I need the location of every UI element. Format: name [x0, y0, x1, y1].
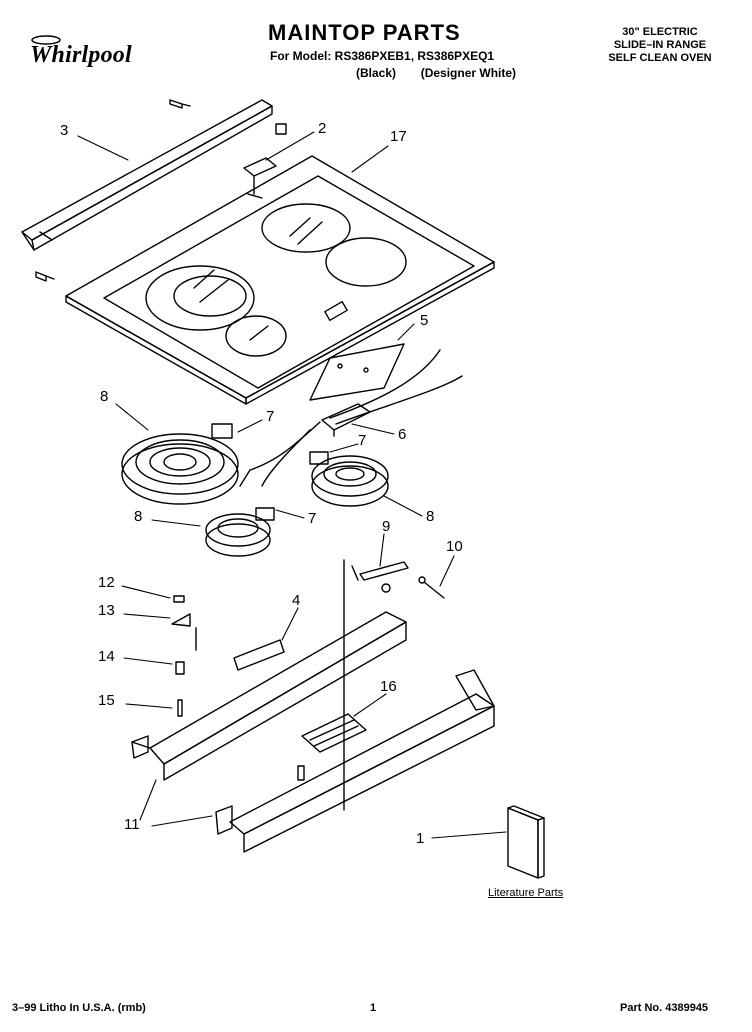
literature-parts-label: Literature Parts [488, 887, 564, 899]
callout-12: 12 [98, 574, 115, 591]
variant-line: (Black) (Designer White) [356, 66, 516, 80]
part-8-large-element [121, 433, 239, 505]
callout-4: 4 [292, 592, 301, 609]
part-2-clip [243, 123, 287, 199]
callout-10: 10 [446, 538, 463, 555]
callout-6: 6 [398, 426, 407, 443]
part-7-terminal-a [211, 423, 233, 439]
leader-lines [77, 131, 507, 839]
callout-5: 5 [420, 312, 429, 329]
part-3-rear-trim [21, 99, 273, 251]
part-11-lower-box [215, 669, 495, 853]
upper-box [131, 611, 407, 781]
variant-white: (Designer White) [420, 66, 517, 80]
screw-left [35, 271, 55, 282]
callout-1: 1 [416, 830, 425, 847]
callout-14: 14 [98, 648, 115, 665]
wire-harness [239, 349, 463, 487]
range-line-3: SELF CLEAN OVEN [608, 52, 712, 64]
callout-17: 17 [390, 128, 407, 145]
part-12-clip [173, 595, 185, 603]
range-line-1: 30" ELECTRIC [622, 26, 698, 38]
part-7-terminal-b [309, 451, 329, 465]
callout-8-small: 8 [134, 508, 143, 525]
callout-11: 11 [124, 816, 140, 833]
part-13-bracket [171, 613, 191, 627]
page-title: MAINTOP PARTS [268, 20, 461, 45]
callout-9: 9 [382, 518, 391, 535]
part-17-glass-cooktop [65, 155, 495, 405]
callout-8-right: 8 [426, 508, 435, 525]
part-8-small-element [205, 513, 271, 557]
part-7-terminal-c [255, 507, 275, 521]
part-16-grill [301, 713, 367, 753]
footer-litho: 3–99 Litho In U.S.A. (rmb) [12, 1002, 146, 1014]
callout-8-large: 8 [100, 388, 109, 405]
part-4-bracket [233, 639, 285, 671]
callout-16: 16 [380, 678, 397, 695]
footer-page-number: 1 [370, 1002, 377, 1014]
callout-7-c: 7 [308, 510, 317, 527]
screw-top [169, 99, 191, 109]
part-5-bracket [309, 343, 405, 401]
callout-7-a: 7 [266, 408, 275, 425]
part-10-sensor [418, 576, 445, 599]
part-8-right-element [311, 455, 389, 507]
part-9-bracket [351, 561, 409, 581]
callout-2: 2 [318, 120, 327, 137]
part-15-screw [177, 699, 183, 717]
screw-lower [297, 765, 305, 781]
range-description: 30" ELECTRIC SLIDE–IN RANGE SELF CLEAN O… [600, 26, 720, 65]
screw-mid [381, 583, 391, 593]
part-6-switch [321, 403, 371, 437]
callout-3: 3 [60, 122, 69, 139]
variant-black: (Black) [356, 66, 397, 80]
footer-part-number: Part No. 4389945 [620, 1002, 709, 1014]
callout-7-b: 7 [358, 432, 367, 449]
range-line-2: SLIDE–IN RANGE [613, 39, 707, 51]
brand-logo-text: Whirlpool [30, 42, 132, 68]
model-line: For Model: RS386PXEB1, RS386PXEQ1 [270, 49, 495, 63]
callout-15: 15 [98, 692, 115, 709]
part-14-spacer [175, 661, 185, 675]
callout-13: 13 [98, 602, 115, 619]
part-1-literature [507, 805, 545, 879]
whirlpool-logo [31, 35, 61, 45]
